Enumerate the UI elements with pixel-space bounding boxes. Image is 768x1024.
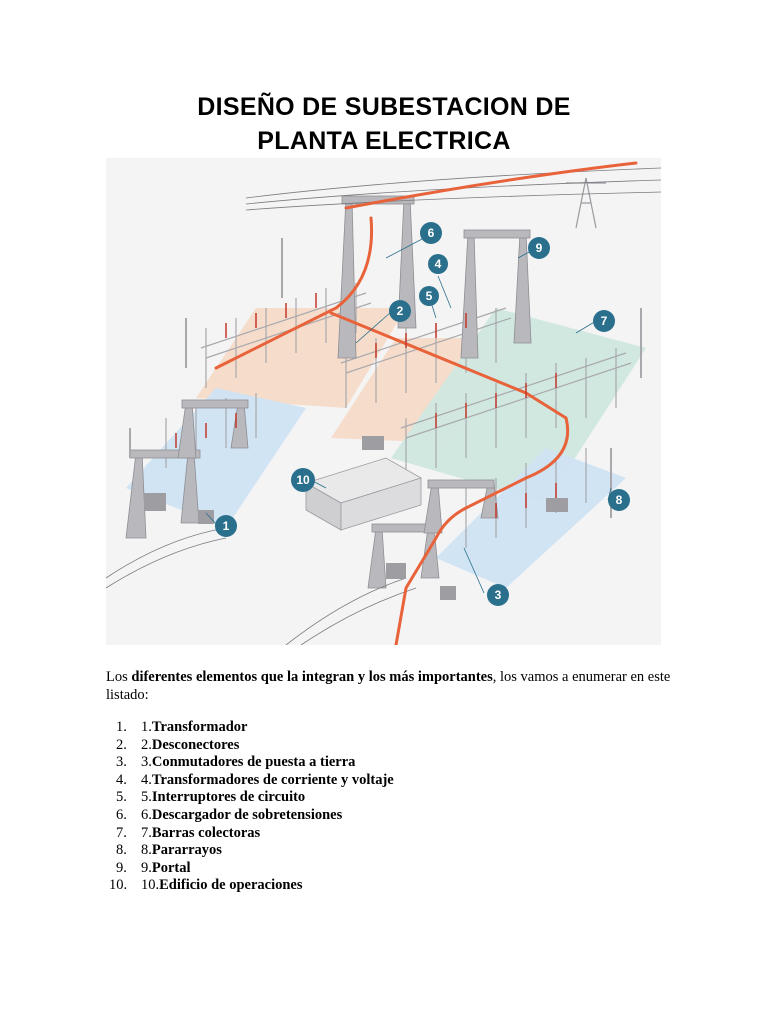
- list-item: 10.10.Edificio de operaciones: [106, 877, 394, 895]
- list-item: 9.9.Portal: [106, 860, 394, 878]
- callout-4: 4: [428, 254, 448, 274]
- callout-7: 7: [593, 310, 615, 332]
- list-item: 5.5.Interruptores de circuito: [106, 789, 394, 807]
- callout-3: 3: [487, 584, 509, 606]
- svg-text:1: 1: [223, 519, 230, 533]
- svg-text:3: 3: [495, 588, 502, 602]
- list-label: Desconectores: [151, 736, 240, 753]
- list-item: 2.2.Desconectores: [106, 737, 394, 755]
- svg-text:8: 8: [616, 493, 623, 507]
- list-number: 2.: [116, 736, 127, 753]
- list-number: 8.: [116, 842, 127, 859]
- list-item: 8.8.Pararrayos: [106, 842, 394, 860]
- list-number: 3.: [116, 754, 127, 771]
- zone-green: [391, 308, 646, 503]
- substation-illustration: 1 2 3 4 5 6 7 8 9 10: [106, 158, 661, 645]
- callout-9: 9: [528, 237, 550, 259]
- list-number: 9.: [116, 859, 127, 876]
- zone-blue-left: [126, 388, 306, 528]
- list-label: Interruptores de circuito: [151, 789, 306, 806]
- list-label: Transformadores de corriente y voltaje: [151, 771, 394, 788]
- list-number: 6.: [116, 806, 127, 823]
- callout-2: 2: [389, 300, 411, 322]
- list-label: Portal: [151, 859, 191, 876]
- callout-8: 8: [608, 489, 630, 511]
- intro-bold: diferentes elementos que la integran y l…: [131, 669, 493, 685]
- list-label: Transformador: [151, 719, 248, 735]
- list-item: 4.4.Transformadores de corriente y volta…: [106, 772, 394, 790]
- portal-towers: [125, 195, 532, 589]
- lightning-masts: [129, 238, 642, 518]
- list-prefix: 2.: [141, 736, 152, 753]
- list-prefix: 3.: [141, 754, 152, 771]
- overhead-lines: [106, 167, 661, 645]
- list-number: 1.: [116, 719, 127, 735]
- callout-1: 1: [215, 515, 237, 537]
- svg-text:10: 10: [296, 473, 310, 487]
- list-item: 1.1.Transformador: [106, 719, 394, 737]
- substation-diagram: 1 2 3 4 5 6 7 8 9 10: [106, 158, 661, 645]
- transformers: [144, 436, 568, 600]
- elements-list: 1.1.Transformador 2.2.Desconectores 3.3.…: [106, 719, 394, 895]
- intro-pre: Los: [106, 669, 132, 685]
- callout-10: 10: [291, 468, 315, 492]
- list-prefix: 5.: [141, 789, 152, 806]
- svg-text:9: 9: [536, 241, 543, 255]
- svg-text:6: 6: [428, 226, 435, 240]
- equipment-accents: [175, 293, 557, 518]
- list-label: Pararrayos: [151, 842, 222, 859]
- list-item: 6.6.Descargador de sobretensiones: [106, 807, 394, 825]
- list-label: Edificio de operaciones: [159, 877, 303, 894]
- list-label: Barras colectoras: [151, 824, 261, 841]
- list-number: 10.: [109, 877, 128, 894]
- list-prefix: 8.: [141, 842, 152, 859]
- list-item: 3.3.Conmutadores de puesta a tierra: [106, 754, 394, 772]
- svg-text:5: 5: [426, 289, 433, 303]
- svg-text:2: 2: [397, 304, 404, 318]
- list-prefix: 1.: [141, 719, 152, 735]
- callout-6: 6: [420, 222, 442, 244]
- list-prefix: 7.: [141, 824, 152, 841]
- list-number: 7.: [116, 824, 127, 841]
- current-path: [214, 161, 638, 645]
- list-item: 7.7.Barras colectoras: [106, 825, 394, 843]
- zone-blue-right: [436, 448, 626, 588]
- title-line-1: DISEÑO DE SUBESTACION DE: [197, 93, 571, 121]
- operations-building: [305, 457, 422, 531]
- list-prefix: 4.: [141, 771, 152, 788]
- list-number: 4.: [116, 771, 127, 788]
- svg-text:4: 4: [435, 257, 442, 271]
- title-line-2: PLANTA ELECTRICA: [257, 127, 511, 155]
- list-number: 5.: [116, 789, 127, 806]
- page-title: DISEÑO DE SUBESTACION DE PLANTA ELECTRIC…: [0, 90, 768, 158]
- list-prefix: 10.: [141, 877, 160, 894]
- list-label: Descargador de sobretensiones: [151, 806, 343, 823]
- svg-text:7: 7: [601, 314, 608, 328]
- list-prefix: 9.: [141, 859, 152, 876]
- list-prefix: 6.: [141, 806, 152, 823]
- list-label: Conmutadores de puesta a tierra: [151, 754, 356, 771]
- intro-paragraph: Los diferentes elementos que la integran…: [106, 668, 686, 704]
- intro-post: , los vamos a enumerar en este listado:: [106, 669, 671, 703]
- callout-5: 5: [419, 286, 439, 306]
